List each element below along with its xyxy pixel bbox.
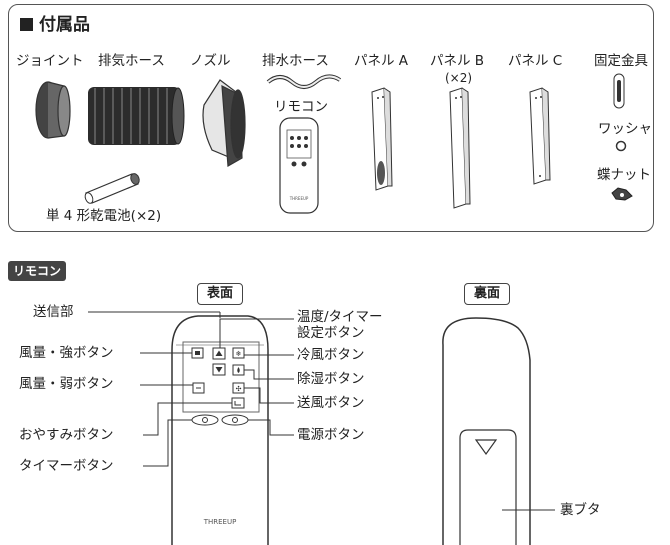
label-fixing-bracket: 固定金具: [594, 53, 648, 69]
panel-c-illustration: [529, 87, 551, 185]
accessories-heading: 付属品: [20, 10, 90, 35]
snowflake-icon: ❄: [236, 350, 242, 358]
dehumidify-button[interactable]: [232, 364, 245, 376]
washer-illustration: [615, 140, 627, 152]
power-button[interactable]: [221, 414, 249, 426]
label-dehumidify: 除湿ボタン: [297, 371, 365, 387]
remote-small-illustration: THREEUP: [279, 117, 319, 214]
timer-button[interactable]: [191, 414, 219, 426]
temp-down-button[interactable]: [212, 363, 226, 376]
remote-section-badge: リモコン: [8, 261, 67, 281]
label-cool: 冷風ボタン: [297, 347, 365, 363]
back-remote-body: [442, 317, 531, 545]
label-battery-cover: 裏ブタ: [560, 502, 601, 518]
label-panel-a: パネル A: [354, 53, 409, 69]
label-nozzle: ノズル: [190, 53, 231, 69]
cool-button[interactable]: ❄: [232, 347, 245, 359]
label-wing-nut: 蝶ナット: [597, 167, 651, 183]
label-fan: 送風ボタン: [297, 395, 365, 411]
front-remote-brand: THREEUP: [203, 518, 237, 526]
panel-a-illustration: [371, 87, 393, 191]
power-icon: [232, 417, 238, 423]
label-panel-b-qty: (×2): [445, 71, 473, 85]
droplet-icon: [237, 367, 240, 373]
label-temp-timer-line1: 温度/タイマー: [297, 309, 383, 325]
battery-illustration: [84, 173, 140, 204]
label-timer: タイマーボタン: [19, 458, 114, 474]
label-power: 電源ボタン: [297, 427, 365, 443]
label-temp-timer-line2: 設定ボタン: [297, 325, 365, 341]
fan-icon: ✣: [236, 385, 242, 393]
label-drain-hose: 排水ホース: [262, 53, 329, 69]
panel-b-illustration: [449, 87, 471, 209]
label-battery: 単 4 形乾電池(×2): [46, 208, 162, 224]
label-panel-b: パネル B: [430, 53, 485, 69]
label-fan-strong: 風量・強ボタン: [19, 345, 114, 361]
temp-up-button[interactable]: [212, 347, 226, 360]
label-remote: リモコン: [274, 99, 328, 115]
label-joint: ジョイント: [16, 53, 84, 69]
joint-illustration: [35, 81, 71, 139]
label-washer: ワッシャ: [598, 121, 652, 137]
square-bullet-icon: [20, 18, 33, 31]
remote-small-brand: THREEUP: [289, 196, 309, 201]
label-transmitter: 送信部: [33, 304, 74, 320]
label-panel-c: パネル C: [508, 53, 563, 69]
fixing-bracket-illustration: [613, 73, 625, 109]
fan-strong-button[interactable]: [191, 347, 204, 359]
arrow-up-icon: [215, 350, 223, 356]
cover-release-tab[interactable]: [474, 439, 498, 456]
label-exhaust-hose: 排気ホース: [98, 53, 165, 69]
arrow-down-icon: [215, 367, 223, 373]
label-sleep: おやすみボタン: [19, 427, 114, 443]
fan-button[interactable]: ✣: [232, 382, 245, 394]
leader-lines: [88, 311, 294, 467]
sleep-button[interactable]: [231, 397, 245, 409]
fan-weak-button[interactable]: [192, 382, 205, 394]
exhaust-hose-illustration: [88, 87, 185, 145]
battery-cover-outline: [459, 429, 517, 545]
nozzle-illustration: [202, 79, 246, 167]
clock-icon: [202, 417, 208, 423]
front-view-tab: 表面: [197, 283, 243, 305]
back-view-tab: 裏面: [464, 283, 510, 305]
accessories-panel: [8, 4, 654, 232]
label-fan-weak: 風量・弱ボタン: [19, 376, 114, 392]
accessories-title: 付属品: [39, 15, 90, 35]
wing-nut-illustration: [611, 187, 633, 201]
